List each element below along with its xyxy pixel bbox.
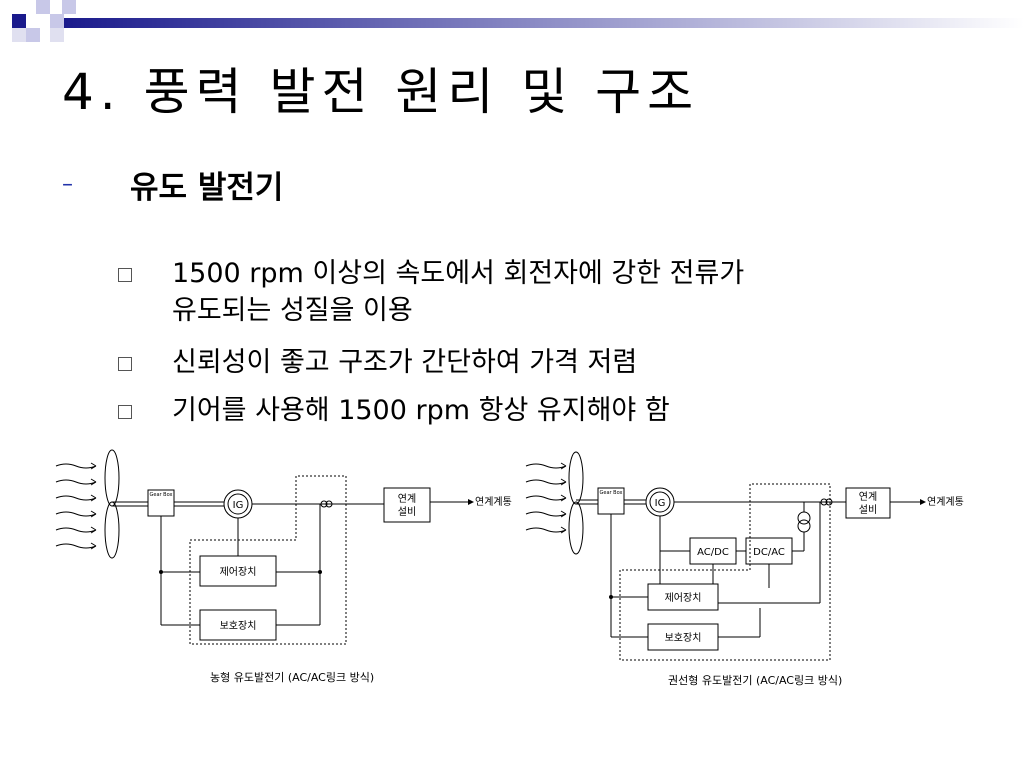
wound-rotor-generator-diagram: Gear Box IG 연계 설비 연계계통 AC/DC DC/AC 제어장치 … <box>525 451 964 661</box>
slide-subtitle: 유도 발전기 <box>130 170 284 206</box>
equipment-label-2: 설비 <box>398 506 416 518</box>
gearbox-icon <box>147 489 175 517</box>
equipment-label-1: 연계 <box>398 493 416 505</box>
left-diagram-caption: 농형 유도발전기 (AC/AC링크 방식) <box>210 671 375 684</box>
bullet-1-line2: 유도되는 성질을 이용 <box>172 295 413 326</box>
grid-label: 연계계통 <box>475 496 512 508</box>
bullet-checkbox-icon <box>118 405 132 419</box>
gearbox-label: Gear Box <box>150 492 173 498</box>
grid-label: 연계계통 <box>927 496 964 508</box>
protection-unit-box <box>199 609 277 641</box>
subtitle-marker: – <box>62 172 73 197</box>
bullet-text-1: 1500 rpm 이상의 속도에서 회전자에 강한 전류가 유도되는 성질을 이… <box>172 255 744 329</box>
protection-label: 보호장치 <box>220 620 257 632</box>
wind-arrows <box>55 462 97 550</box>
ac-dc-converter-box <box>689 537 737 565</box>
control-unit-box <box>199 555 277 587</box>
protection-label: 보호장치 <box>665 632 702 644</box>
squirrel-cage-generator-diagram: Gear Box IG 연계 설비 연계계통 제어장치 보호장치 <box>55 449 512 645</box>
control-unit-box <box>647 583 719 611</box>
gearbox-label: Gear Box <box>600 490 623 496</box>
control-label: 제어장치 <box>665 592 702 604</box>
header-decoration <box>12 0 1024 42</box>
converter2-label: DC/AC <box>753 547 785 558</box>
bullet-1-line1: 1500 rpm 이상의 속도에서 회전자에 강한 전류가 <box>172 258 745 289</box>
bullet-checkbox-icon <box>118 357 132 371</box>
bullet-text-2: 신뢰성이 좋고 구조가 간단하여 가격 저렴 <box>172 347 638 378</box>
control-label: 제어장치 <box>220 566 257 578</box>
equipment-label-1: 연계 <box>859 491 877 503</box>
generator-label: IG <box>233 500 244 511</box>
right-diagram-caption: 권선형 유도발전기 (AC/AC링크 방식) <box>668 674 843 687</box>
grid-equipment-box <box>383 487 431 523</box>
slide-title: 4. 풍력 발전 원리 및 구조 <box>62 63 700 121</box>
wind-arrows <box>525 462 567 534</box>
bullet-checkbox-icon <box>118 268 132 282</box>
converter1-label: AC/DC <box>697 547 729 558</box>
bullet-text-3: 기어를 사용해 1500 rpm 항상 유지해야 함 <box>172 395 670 426</box>
equipment-label-2: 설비 <box>859 504 877 516</box>
generator-label: IG <box>655 498 666 509</box>
protection-unit-box <box>647 623 719 651</box>
grid-equipment-box <box>845 487 891 519</box>
